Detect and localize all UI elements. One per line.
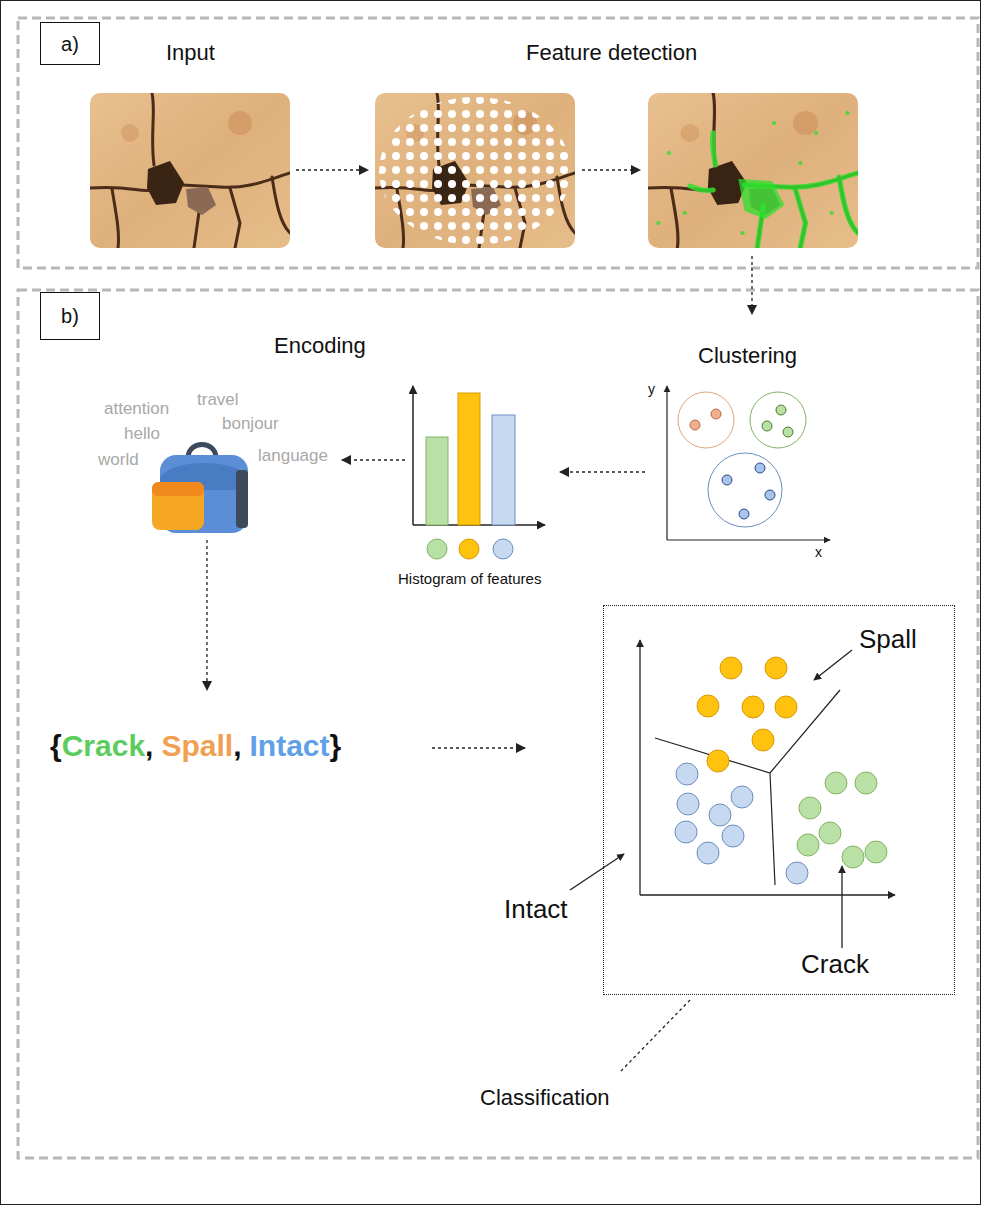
grid-photo: [375, 93, 575, 248]
panel-tag: a): [40, 22, 100, 65]
class-name: Spall: [161, 728, 233, 764]
word-cloud: bonjour: [222, 414, 279, 434]
word-cloud: attention: [104, 399, 169, 419]
word-cloud: travel: [197, 390, 239, 410]
panel-frame: [18, 290, 978, 1158]
caption-text: y: [648, 381, 655, 398]
caption-text: Histogram of features: [398, 570, 541, 588]
backpack-icon: [152, 445, 248, 534]
word-cloud: language: [258, 446, 328, 466]
caption-text: Clustering: [698, 343, 797, 369]
class-name: {: [50, 728, 62, 764]
class-scatter: [570, 640, 895, 948]
caption-text: Classification: [480, 1085, 610, 1111]
caption-text: Input: [166, 40, 215, 66]
panel-frame: [18, 18, 978, 268]
node-text: a): [61, 32, 79, 56]
node-text: b): [61, 304, 79, 328]
caption-text: Encoding: [274, 333, 366, 359]
node-text: Intact: [504, 894, 568, 925]
input-photo: [90, 93, 290, 248]
node-text: Crack: [801, 949, 869, 980]
class-name: Intact: [249, 728, 329, 764]
classification-box: SpallIntactCrack: [603, 605, 955, 995]
class-set: {Crack,Spall,Intact}: [50, 728, 341, 764]
caption-text: Feature detection: [526, 40, 697, 66]
word-cloud: world: [98, 450, 139, 470]
class-name: Crack: [62, 728, 145, 764]
detected-photo: [648, 93, 858, 248]
class-name: ,: [233, 728, 241, 764]
caption-text: x: [815, 544, 822, 561]
cluster-plot: [667, 386, 830, 540]
class-name: }: [330, 728, 342, 764]
histogram: [413, 386, 545, 559]
class-name: ,: [145, 728, 153, 764]
word-cloud: hello: [124, 424, 160, 444]
node-text: Spall: [859, 624, 917, 655]
panel-tag: b): [40, 292, 100, 340]
flow-arrow: [207, 170, 752, 1072]
